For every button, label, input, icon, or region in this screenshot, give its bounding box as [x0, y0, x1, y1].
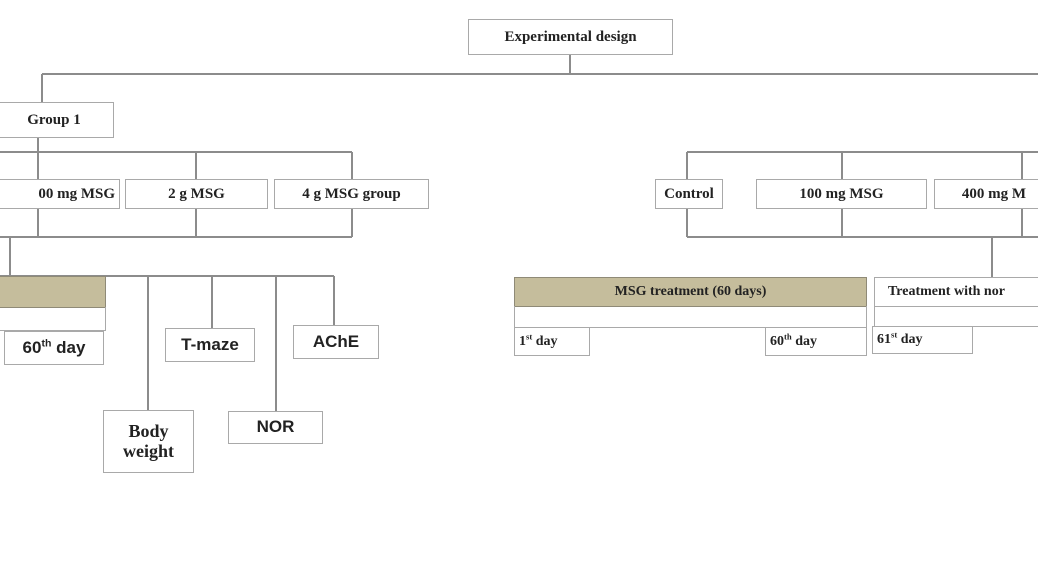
day-60-label: 60th day — [770, 331, 818, 349]
group-1-dose-2-box: 2 g MSG — [125, 179, 268, 209]
group-1-dose-3-box: 4 g MSG group — [274, 179, 429, 209]
t-maze-label: T-maze — [181, 334, 239, 354]
day-60-box: 60th day — [765, 327, 867, 356]
t-maze-box: T-maze — [165, 328, 255, 362]
experimental-design-label: Experimental design — [504, 28, 637, 45]
control-box: Control — [655, 179, 723, 209]
group-1-dose-2-label: 2 g MSG — [168, 185, 225, 202]
group-1-dose-1-box: 00 mg MSG — [0, 179, 120, 209]
group-1-day-60-label: 60th day — [22, 337, 86, 357]
ache-box: AChE — [293, 325, 379, 359]
msg-treatment-bar: MSG treatment (60 days) — [514, 277, 867, 307]
msg-treatment-panel — [514, 306, 867, 328]
msg-treatment-label: MSG treatment (60 days) — [614, 284, 767, 300]
experimental-design-box: Experimental design — [468, 19, 673, 55]
group-2-dose-2-label: 400 mg M — [961, 185, 1027, 202]
group-1-treatment-bar — [0, 276, 106, 308]
followup-treatment-bar: Treatment with nor — [874, 277, 1038, 307]
nor-box: NOR — [228, 411, 323, 444]
body-weight-label: Body weight — [123, 420, 174, 461]
group-1-treatment-panel — [0, 307, 106, 331]
day-61-box: 61st day — [872, 326, 973, 354]
group-1-dose-1-label: 00 mg MSG — [38, 185, 115, 202]
group-2-dose-1-label: 100 mg MSG — [799, 185, 884, 202]
day-61-label: 61st day — [877, 329, 923, 348]
group-2-dose-1-box: 100 mg MSG — [756, 179, 927, 209]
group-1-dose-3-label: 4 g MSG group — [302, 185, 401, 202]
body-weight-box: Body weight — [103, 410, 194, 473]
group-1-box: Group 1 — [0, 102, 114, 138]
followup-treatment-panel — [874, 306, 1038, 327]
day-1-box: 1st day — [514, 327, 590, 356]
ache-label: AChE — [312, 331, 360, 351]
followup-treatment-label: Treatment with nor — [888, 284, 1005, 300]
day-1-label: 1st day — [519, 331, 558, 349]
group-1-day-60-box: 60th day — [4, 331, 104, 365]
group-1-label: Group 1 — [27, 111, 81, 128]
nor-label: NOR — [256, 417, 295, 437]
control-label: Control — [664, 185, 714, 202]
group-2-dose-2-box: 400 mg M — [934, 179, 1038, 209]
